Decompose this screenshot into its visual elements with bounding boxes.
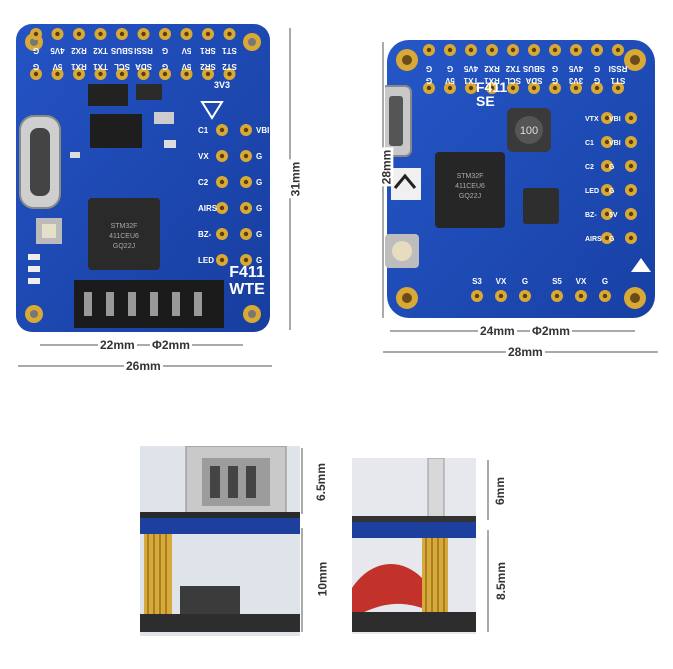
left-top2-pin-label: 5V (181, 62, 191, 71)
board-left-mount-dim: 22mm (98, 338, 137, 352)
right-top1-pin-label: SBUS (522, 64, 545, 73)
left-top1-pin-label: RX2 (71, 46, 87, 55)
right-top1-pin-label: G (552, 64, 558, 73)
left-top2-pin-label: RX1 (71, 62, 87, 71)
left-top1-pin-label: 5V (181, 46, 191, 55)
right-side-text: LED (585, 188, 599, 195)
board-right-inductor-label: 100 (520, 125, 538, 137)
right-top1-pin-label: G (594, 64, 600, 73)
left-right1-text: C2 (198, 178, 209, 187)
right-bottom-right-pin-label: VX (576, 277, 587, 286)
right-side-text: VTX (585, 116, 599, 123)
left-right1-text: AIRS (198, 204, 218, 213)
board-left-hole-dim: Φ2mm (150, 338, 192, 352)
left-top1-pin-label: RSSI (134, 46, 153, 55)
left-right2-text: G (256, 178, 262, 187)
side-right-pin-height: 6mm (493, 474, 508, 508)
right-top1-pin-label: G (426, 64, 432, 73)
svg-text:STM32F: STM32F (111, 223, 138, 230)
left-top1-pin-label: ST1 (222, 46, 237, 55)
svg-text:411CEU6: 411CEU6 (455, 183, 485, 190)
right-top2-pin-label: G (552, 76, 558, 85)
left-top1-pin-label: G (33, 46, 39, 55)
right-top2-pin-label: G (594, 76, 600, 85)
right-side-text: G (609, 236, 615, 243)
board-left-3v3-label: 3V3 (214, 80, 231, 90)
right-side-text: VBI (609, 116, 621, 123)
board-right-hole-dim: Φ2mm (530, 324, 572, 338)
side-right-standoff-height: 8.5mm (494, 559, 509, 603)
right-top1-pin-label: 4V5 (463, 64, 478, 73)
right-side-text: VBI (609, 140, 621, 147)
right-bottom-left-pin-label: G (522, 277, 528, 286)
svg-text:STM32F: STM32F (457, 173, 484, 180)
right-side-text: C1 (585, 140, 594, 147)
left-top1-pin-label: SR1 (200, 46, 216, 55)
left-right2-text: G (256, 152, 262, 161)
left-right2-text: G (256, 230, 262, 239)
right-bottom-left-pin-label: S3 (472, 277, 482, 286)
right-top1-pin-label: RSSI (609, 64, 628, 73)
board-left-height-dim: 31mm (288, 159, 303, 199)
side-left-photo (140, 445, 300, 636)
right-top2-pin-label: G (426, 76, 432, 85)
board-left-name: F411 WTE (229, 264, 265, 298)
left-right1-text: BZ- (198, 230, 212, 239)
right-top2-pin-label: SCL (505, 76, 521, 85)
board-right-mount-dim: 24mm (478, 324, 517, 338)
left-top1-pin-label: SBUS (110, 46, 133, 55)
right-top2-pin-label: 3V3 (568, 76, 583, 85)
board-right-name: F411 SE (476, 79, 508, 109)
left-top1-pin-label: TX2 (93, 46, 108, 55)
side-right-photo (352, 457, 476, 634)
left-right1-text: VX (198, 152, 209, 161)
left-top2-pin-label: G (33, 62, 39, 71)
side-left-standoff-height: 10mm (315, 559, 330, 599)
left-top2-pin-label: SR2 (200, 62, 216, 71)
left-right1-text: C1 (198, 126, 209, 135)
right-side-text: C2 (585, 164, 594, 171)
left-top2-pin-label: SCL (114, 62, 130, 71)
left-top2-pin-label: 5V (52, 62, 62, 71)
left-right2-text: G (256, 256, 262, 265)
right-top2-pin-label: ST1 (610, 76, 625, 85)
board-right-width-dim: 28mm (506, 345, 545, 359)
left-top2-pin-label: SDA (135, 62, 152, 71)
left-top1-pin-label: G (162, 46, 168, 55)
board-right-height-dim: 28mm (379, 147, 394, 187)
left-top2-pin-label: ST2 (222, 62, 237, 71)
right-top2-pin-label: TX1 (463, 76, 478, 85)
right-side-text: 5V (609, 212, 618, 219)
left-top1-pin-label: 4V5 (50, 46, 65, 55)
left-right2-text: G (256, 204, 262, 213)
svg-text:GQ22J: GQ22J (113, 243, 135, 250)
right-side-text: G (609, 164, 615, 171)
right-top2-pin-label: SDA (525, 76, 542, 85)
right-side-text: AIRS (585, 236, 602, 243)
right-top1-pin-label: TX2 (505, 64, 520, 73)
right-bottom-right-pin-label: S5 (552, 277, 562, 286)
right-top2-pin-label: RX1 (484, 76, 500, 85)
right-side-text: BZ- (585, 212, 597, 219)
right-top2-pin-label: 5V (444, 76, 454, 85)
left-top2-pin-label: TX1 (93, 62, 108, 71)
side-left-connector-height: 6.5mm (314, 460, 329, 504)
right-top1-pin-label: 4V5 (568, 64, 583, 73)
right-bottom-right-pin-label: G (602, 277, 608, 286)
left-right1-text: LED (198, 256, 214, 265)
board-left-width-dim: 26mm (124, 359, 163, 373)
left-right2-text: VBI (256, 126, 269, 135)
right-bottom-left-pin-label: VX (496, 277, 507, 286)
right-top1-pin-label: RX2 (484, 64, 500, 73)
svg-text:411CEU6: 411CEU6 (109, 233, 139, 240)
left-top2-pin-label: G (162, 62, 168, 71)
right-top1-pin-label: G (447, 64, 453, 73)
svg-text:GQ22J: GQ22J (459, 193, 481, 200)
right-side-text: G (609, 188, 615, 195)
